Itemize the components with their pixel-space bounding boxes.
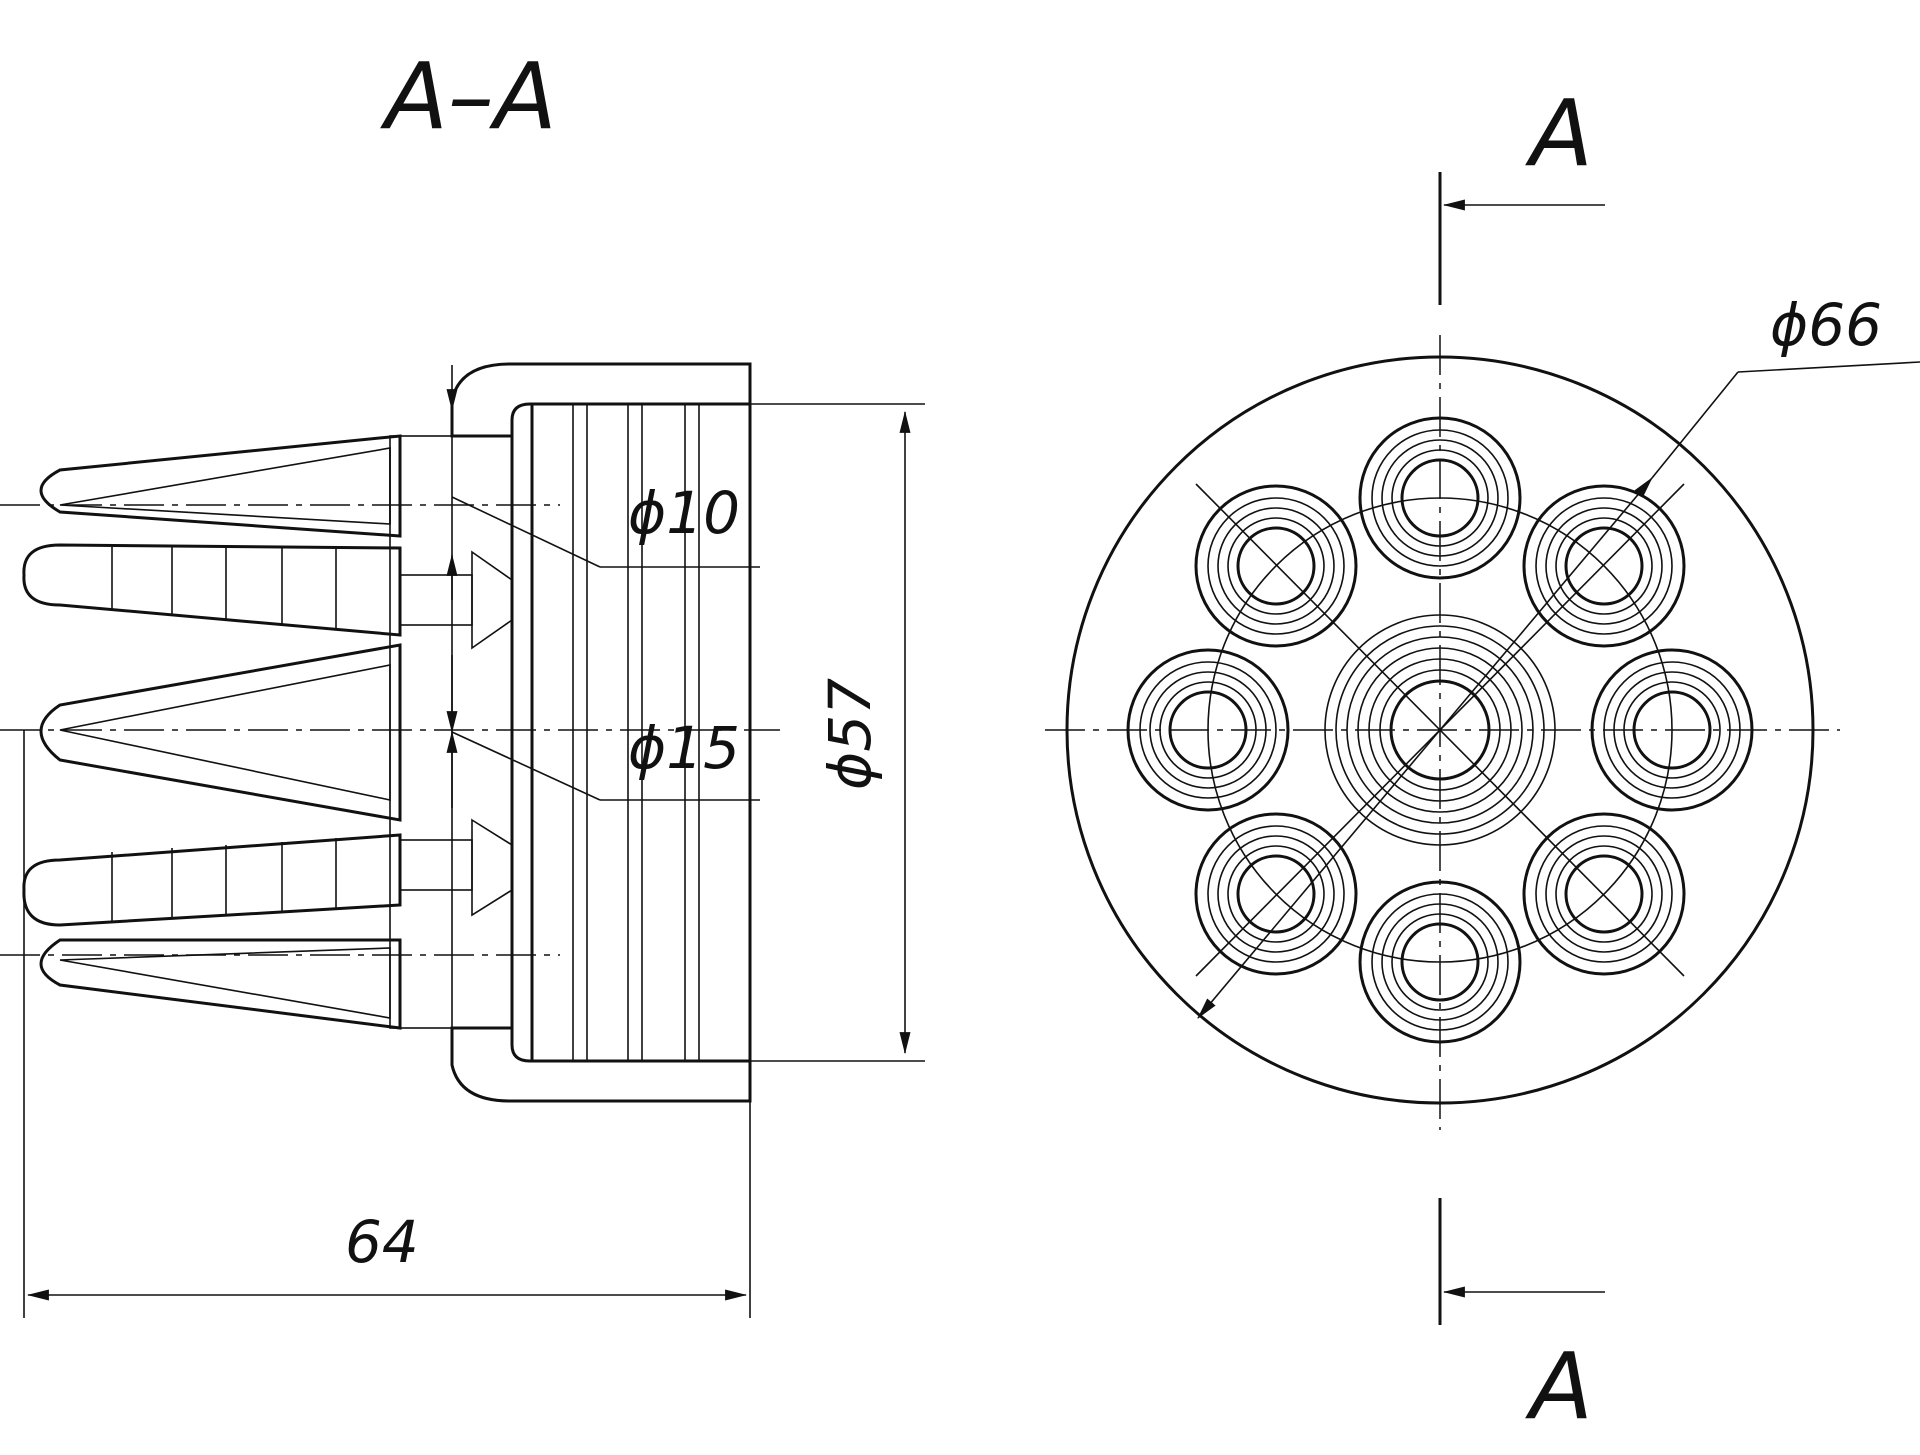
satellite-nozzle: [1590, 648, 1754, 812]
nozzle-ribbed-upper: [22, 543, 513, 650]
nozzle-ribbed-lower: [22, 818, 513, 927]
satellite-nozzle: [1522, 812, 1686, 976]
section-title: A–A: [380, 43, 557, 150]
cup-wall: [389, 362, 752, 1103]
section-marker-top: A: [1438, 80, 1605, 305]
dimension-hole-large: ϕ15: [446, 655, 760, 808]
satellite-nozzle: [1358, 416, 1522, 580]
satellite-nozzle: [1126, 648, 1290, 812]
section-marker-bottom: A: [1438, 1198, 1605, 1440]
nozzle-section-center: [39, 643, 402, 822]
dimension-label-length: 64: [345, 1208, 419, 1276]
section-marker-top-label: A: [1525, 80, 1593, 187]
nozzle-section-bottom: [39, 938, 402, 1030]
dimension-hole-small: ϕ10: [446, 365, 760, 600]
satellite-nozzle: [1358, 880, 1522, 1044]
dimension-outer-diameter: ϕ66: [1197, 291, 1920, 1019]
section-view: ϕ10 ϕ15 ϕ57 64 A–A: [0, 43, 925, 1318]
satellite-nozzle: [1194, 484, 1358, 648]
dimension-label-inner-diameter: ϕ57: [816, 678, 884, 790]
front-view: ϕ66 A A: [1045, 80, 1920, 1440]
dimension-label-hole-large: ϕ15: [628, 714, 740, 782]
dimension-label-hole-small: ϕ10: [628, 479, 740, 547]
dimension-inner-diameter: ϕ57: [750, 403, 925, 1062]
satellite-nozzle: [1522, 484, 1686, 648]
central-nozzle: [1324, 614, 1556, 846]
satellite-nozzle: [1194, 812, 1358, 976]
satellite-nozzles: [1126, 416, 1754, 1044]
dimension-length: 64: [23, 730, 751, 1318]
nozzle-section-top: [39, 434, 402, 538]
section-marker-bottom-label: A: [1525, 1333, 1593, 1440]
dimension-label-outer-diameter: ϕ66: [1770, 291, 1882, 359]
